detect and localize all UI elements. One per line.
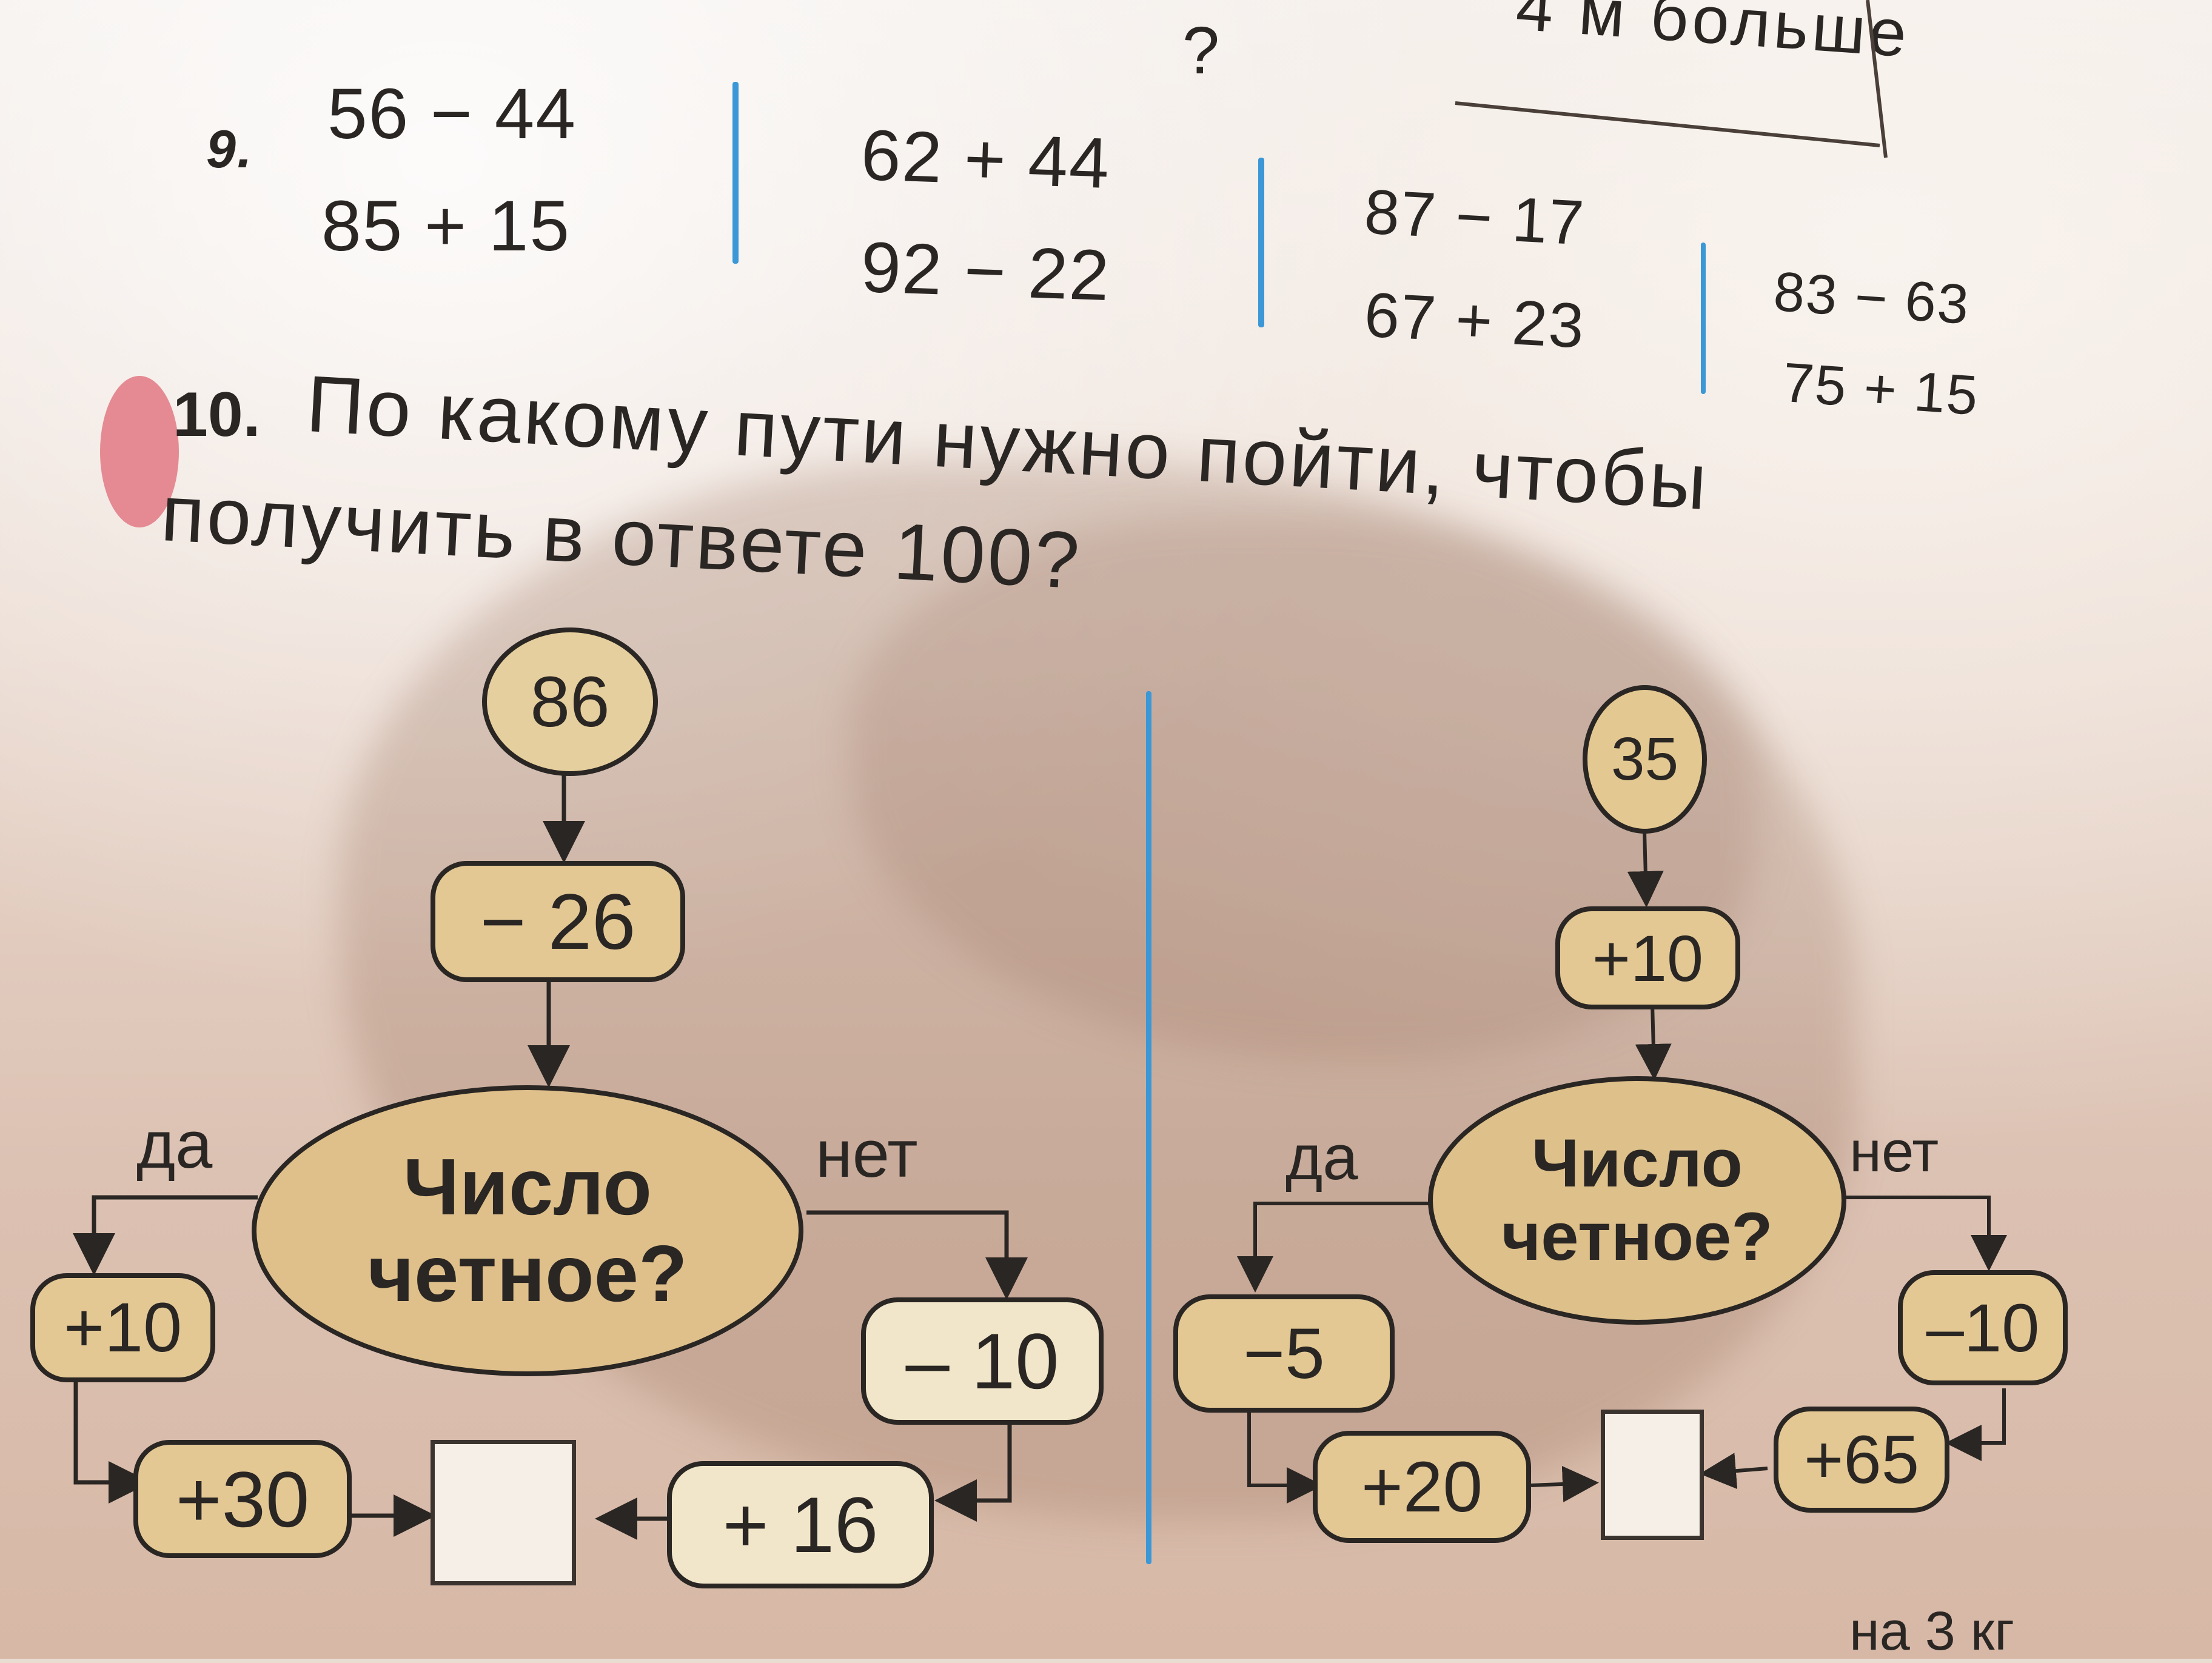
left-decision-line-2: четное?: [367, 1229, 688, 1318]
right-decision-line-2: четное?: [1501, 1199, 1773, 1274]
left-plus-30: +30: [133, 1440, 352, 1558]
flowchart-divider: [1146, 691, 1151, 1564]
question-badge: [100, 376, 179, 527]
left-start-circle: 86: [482, 627, 658, 776]
bottom-fragment: на 3 кг: [1849, 1601, 2015, 1662]
left-yes-plus-10: +10: [30, 1273, 215, 1382]
left-plus-16: + 16: [667, 1461, 934, 1588]
right-no-minus-10: –10: [1898, 1270, 2068, 1385]
left-no-minus-10: – 10: [861, 1297, 1104, 1425]
left-decision-line-1: Число: [403, 1142, 652, 1232]
left-decision-even: Число четное?: [252, 1085, 803, 1376]
ex9-separator-2: [1258, 158, 1264, 327]
right-step-plus-10: +10: [1555, 906, 1740, 1009]
right-start-circle: 35: [1583, 685, 1707, 834]
right-no-label: нет: [1849, 1119, 1939, 1184]
right-decision-even: Число четное?: [1428, 1076, 1846, 1325]
ex9-separator-3: [1701, 243, 1706, 394]
left-answer-box[interactable]: [431, 1440, 576, 1585]
ex9-c1-r1: 56 − 44: [327, 74, 577, 154]
exercise-9-number: 9.: [206, 119, 253, 179]
right-plus-20: +20: [1313, 1431, 1531, 1543]
top-question-mark: ?: [1182, 13, 1220, 88]
ex9-c1-r2: 85 + 15: [321, 186, 571, 266]
ex9-separator-1: [732, 82, 739, 264]
left-yes-label: да: [136, 1108, 213, 1182]
right-answer-box[interactable]: [1601, 1410, 1704, 1540]
right-yes-label: да: [1285, 1122, 1358, 1193]
left-no-label: нет: [816, 1117, 918, 1191]
right-plus-65: +65: [1774, 1407, 1949, 1513]
right-yes-minus-5: −5: [1173, 1294, 1395, 1413]
left-step-minus-26: − 26: [431, 861, 685, 982]
right-decision-line-1: Число: [1532, 1125, 1743, 1202]
exercise-10-number: 10.: [173, 380, 261, 450]
